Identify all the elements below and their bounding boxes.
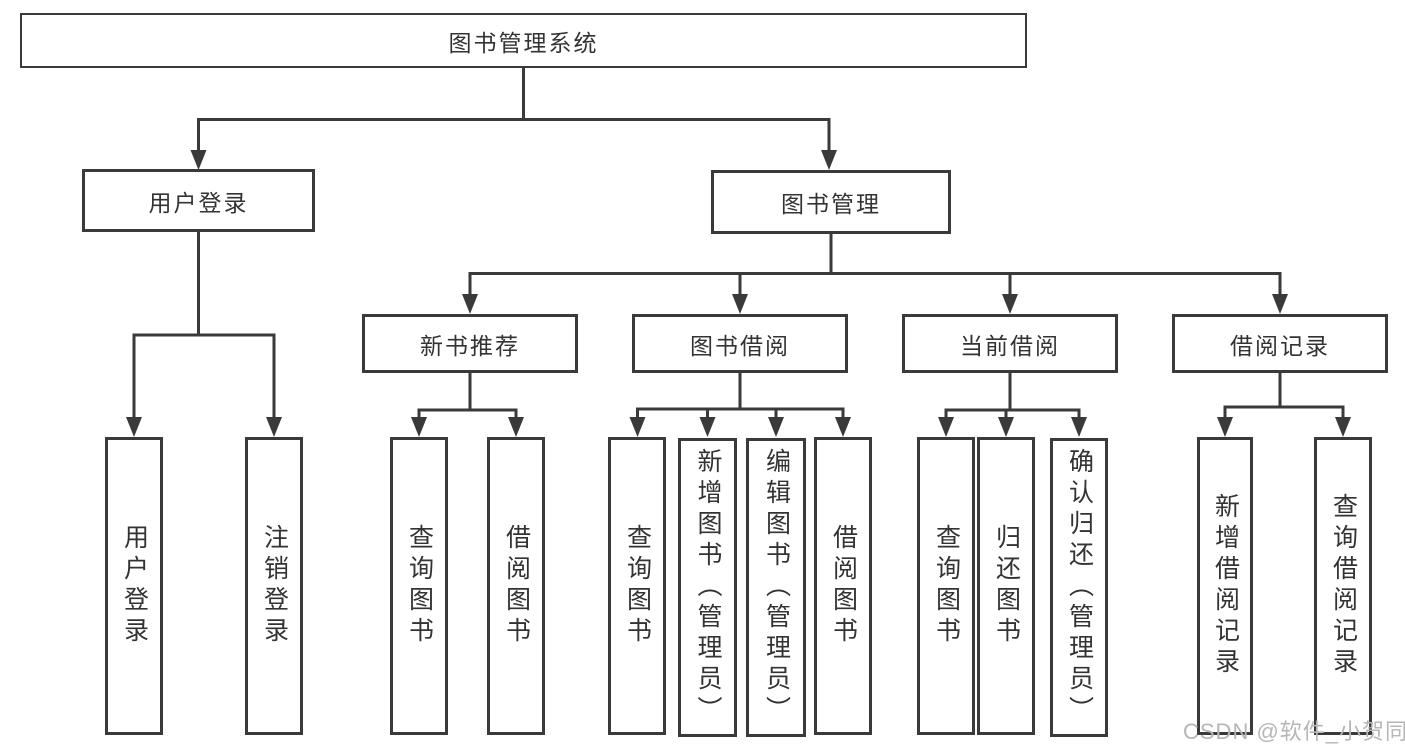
arrow-icon (462, 294, 478, 314)
connector-current-borrowing (944, 373, 1081, 421)
node-user-login: 用户登录 (82, 169, 315, 232)
leaf-borrow-books-recommend: 借阅图书 (487, 437, 545, 735)
leaf-borrow-books-borrowing: 借阅图书 (814, 437, 872, 735)
leaf-user-login: 用户登录 (105, 437, 163, 735)
arrow-icon (190, 150, 207, 170)
arrow-icon (126, 417, 142, 437)
arrow-icon (835, 417, 851, 437)
arrow-icon (1002, 294, 1018, 314)
leaf-return-books: 归还图书 (977, 437, 1035, 735)
arrow-icon (821, 150, 837, 170)
arrow-icon (768, 417, 784, 437)
leaf-query-books-recommend: 查询图书 (390, 437, 448, 735)
leaf-add-borrow-record: 新增借阅记录 (1197, 437, 1253, 735)
connector-borrowing-records (1223, 373, 1345, 421)
leaf-query-books-borrowing: 查询图书 (608, 437, 666, 735)
arrow-icon (1071, 417, 1087, 437)
connector-book-management (468, 234, 1282, 297)
node-book-borrowing: 图书借阅 (632, 314, 848, 373)
connector-book-borrowing (636, 373, 845, 421)
arrow-icon (732, 294, 748, 314)
node-book-management: 图书管理 (711, 170, 951, 234)
leaf-query-books-current: 查询图书 (917, 437, 975, 735)
leaf-add-books-admin: 新增图书（管理员） (678, 438, 737, 737)
node-new-book-recommend: 新书推荐 (362, 314, 578, 373)
arrow-icon (998, 417, 1014, 437)
leaf-logout: 注销登录 (245, 437, 303, 735)
arrow-icon (1217, 417, 1233, 437)
arrow-icon (411, 417, 427, 437)
arrow-icon (629, 417, 646, 437)
leaf-confirm-return-admin: 确认归还（管理员） (1050, 438, 1108, 737)
leaf-query-borrow-record: 查询借阅记录 (1314, 437, 1372, 735)
node-borrowing-records: 借阅记录 (1172, 314, 1388, 373)
leaf-edit-books-admin: 编辑图书（管理员） (746, 438, 806, 737)
arrow-icon (699, 417, 716, 437)
arrow-icon (1272, 294, 1288, 314)
arrow-icon (266, 417, 282, 437)
watermark: CSDN @软件_小贺同学 (1183, 719, 1405, 744)
connector-root (197, 68, 831, 152)
arrowheads (126, 150, 1351, 437)
arrow-icon (938, 417, 954, 437)
arrow-icon (508, 417, 524, 437)
arrow-icon (1335, 417, 1351, 437)
node-root: 图书管理系统 (20, 13, 1027, 68)
node-current-borrowing: 当前借阅 (902, 314, 1118, 373)
connector-new-book-recommend (417, 373, 518, 421)
connector-user-login (132, 232, 276, 420)
